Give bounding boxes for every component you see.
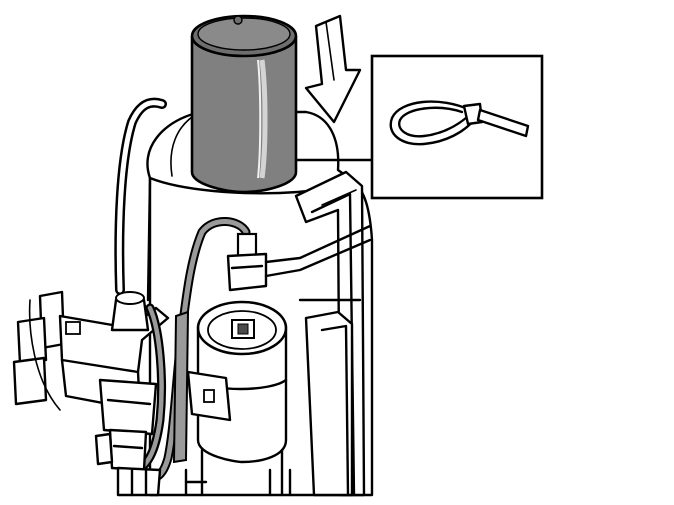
- cable-tie-callout: [370, 54, 544, 200]
- return-hose: [114, 97, 167, 295]
- outlet-fitting: [98, 291, 158, 436]
- lower-fittings: [94, 428, 162, 497]
- arrow-down-icon: [304, 14, 362, 124]
- motor-clip: [186, 370, 232, 422]
- electrical-connector: [226, 224, 372, 292]
- wiring-harness: [135, 217, 251, 483]
- side-rail: [294, 170, 366, 497]
- cable-tie-icon: [389, 100, 530, 146]
- fuel-filter: [190, 14, 298, 194]
- pump-motor: [196, 300, 288, 497]
- base-flange: [184, 468, 292, 497]
